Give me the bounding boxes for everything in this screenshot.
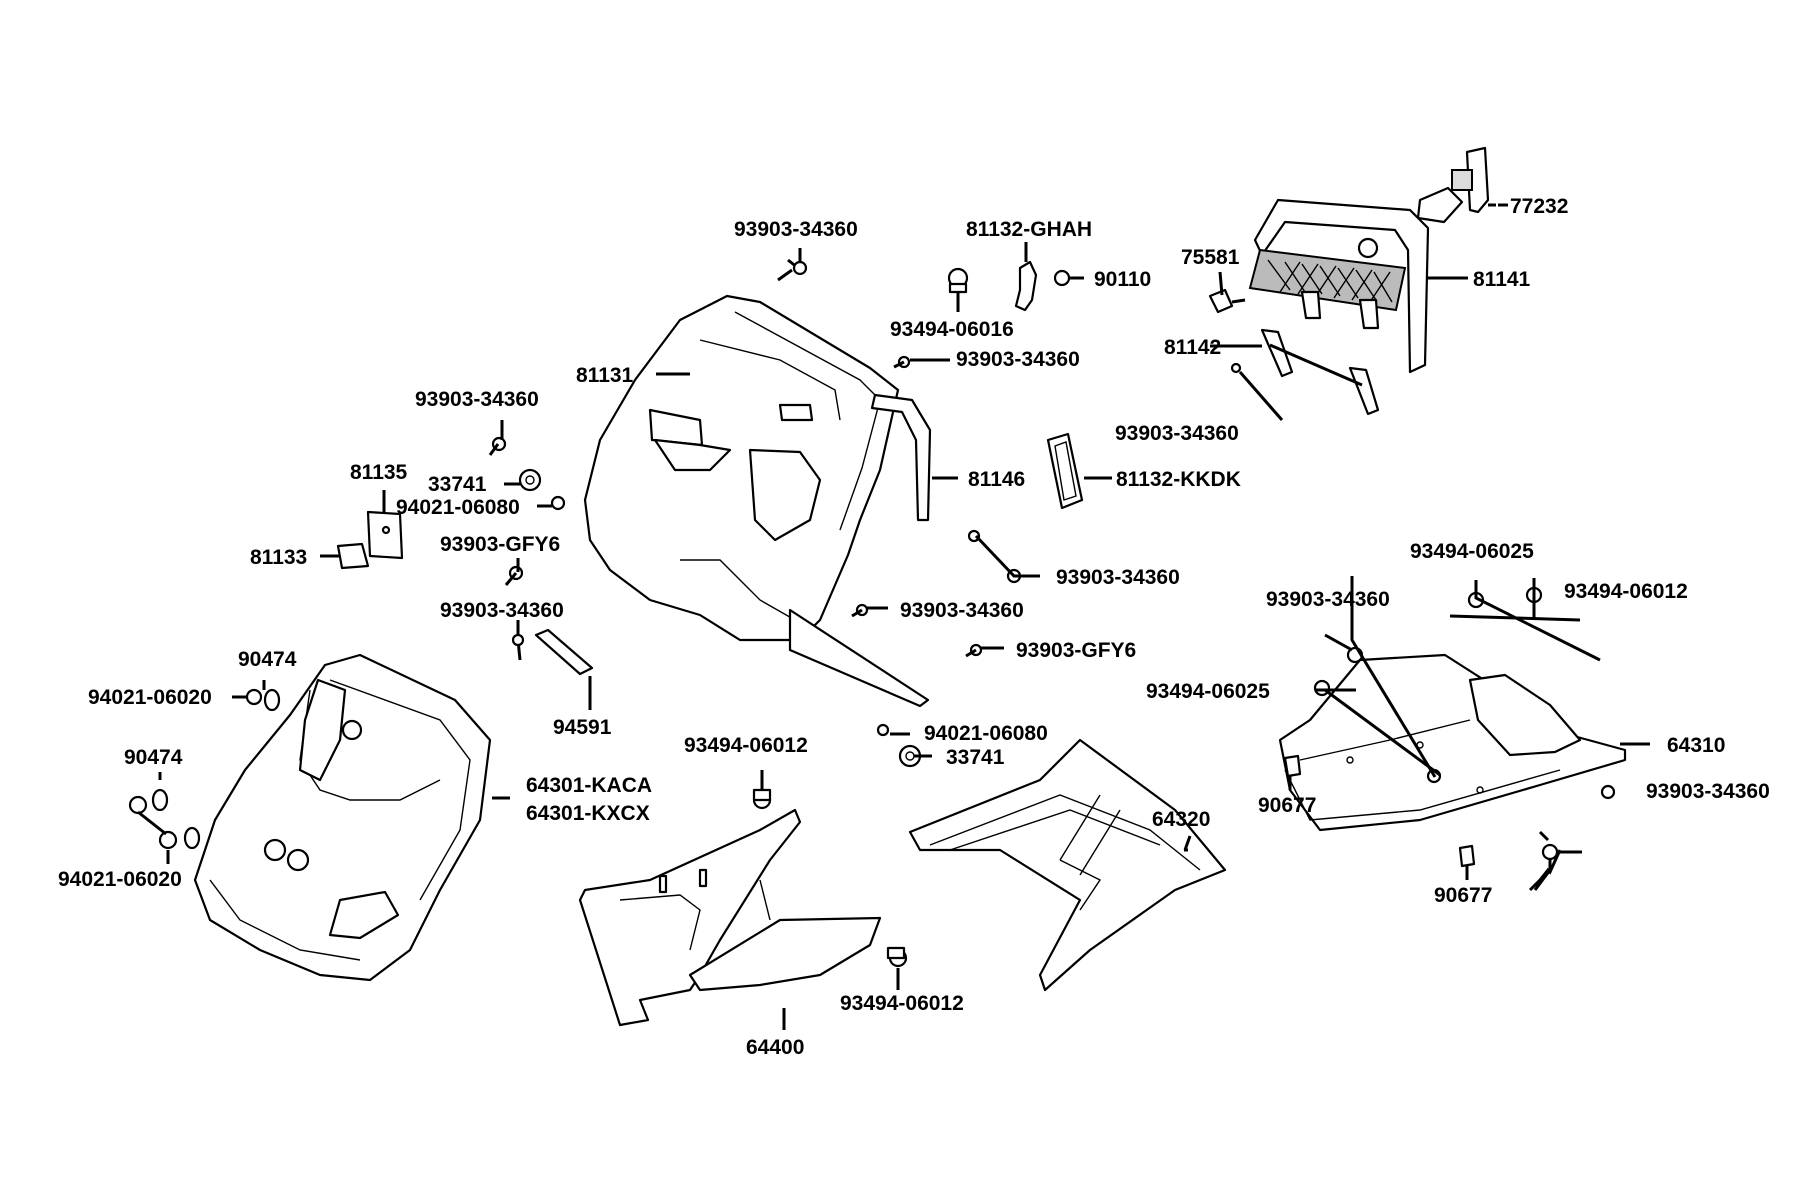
label-93903-34360-brlow: 93903-34360 — [1646, 780, 1770, 803]
part-64310-under-tray — [1278, 653, 1627, 832]
leader-lines — [158, 203, 1650, 1030]
part-94021-06020-bolt-a — [245, 688, 263, 706]
label-93903-34360-mid: 93903-34360 — [956, 348, 1080, 371]
part-81133-block — [336, 542, 370, 570]
part-81141-carrier — [1248, 198, 1430, 374]
part-93494-06016-bolt — [947, 267, 969, 294]
part-90677-clip-a — [1283, 754, 1302, 778]
part-94591-strip — [534, 628, 594, 676]
label-64301-kxcx: 64301-KXCX — [526, 802, 650, 825]
part-81146-rail — [870, 393, 932, 522]
part-81131-leg-shield — [583, 294, 930, 708]
label-93494-06025-top: 93494-06025 — [1410, 540, 1534, 563]
label-81132-kkdk: 81132-KKDK — [1116, 468, 1241, 491]
part-81135-plate — [366, 510, 404, 560]
label-81142: 81142 — [1164, 336, 1221, 359]
part-90677-clip-b — [1458, 844, 1476, 868]
part-labels: 77232 81141 75581 81142 93903-34360 8113… — [58, 195, 1770, 1059]
label-93903-gfy6-left: 93903-GFY6 — [440, 533, 560, 556]
label-94021-06080-left: 94021-06080 — [396, 496, 520, 519]
part-90474-washer-b — [151, 788, 201, 850]
label-33741-left: 33741 — [428, 473, 487, 496]
label-94021-06020-b: 94021-06020 — [58, 868, 182, 891]
part-94021-06080-nut-left — [550, 495, 566, 511]
label-64400: 64400 — [746, 1036, 804, 1059]
label-93903-34360-left: 93903-34360 — [415, 388, 539, 411]
part-screw-bracket — [1230, 362, 1284, 421]
part-33741-grommet-left — [518, 468, 542, 492]
label-93903-34360-top: 93903-34360 — [734, 218, 858, 241]
part-90474-washer-a — [263, 688, 281, 712]
label-81132-ghah: 81132-GHAH — [966, 218, 1092, 241]
part-94021-06020-bolt-b — [128, 795, 178, 850]
label-93903-34360-center: 93903-34360 — [900, 599, 1024, 622]
label-77232: 77232 — [1510, 195, 1568, 218]
label-81131: 81131 — [576, 364, 634, 387]
label-90110: 90110 — [1094, 268, 1151, 291]
part-81132-kkdk-plate — [1046, 432, 1084, 510]
label-93494-06025-left: 93494-06025 — [1146, 680, 1270, 703]
label-93494-06012-right: 93494-06012 — [1564, 580, 1688, 603]
label-90677-a: 90677 — [1258, 794, 1316, 817]
label-94591: 94591 — [553, 716, 612, 739]
label-93494-06012-low: 93494-06012 — [840, 992, 964, 1015]
label-94021-06020-a: 94021-06020 — [88, 686, 212, 709]
label-94021-06080-center: 94021-06080 — [924, 722, 1048, 745]
part-64320-floor-mat — [908, 738, 1227, 992]
label-75581: 75581 — [1181, 246, 1240, 269]
part-75581-clip — [1208, 288, 1246, 314]
label-93903-34360-right1: 93903-34360 — [1115, 422, 1239, 445]
label-90474-a: 90474 — [238, 648, 297, 671]
label-81133: 81133 — [250, 546, 307, 569]
part-64400-lower-cover — [578, 808, 882, 1027]
part-64301-front-cover — [193, 653, 492, 982]
label-33741-center: 33741 — [946, 746, 1005, 769]
part-81132-ghah-hook — [1014, 260, 1038, 312]
label-93903-34360-br: 93903-34360 — [1266, 588, 1390, 611]
part-81142-brackets — [1260, 328, 1380, 416]
label-81141: 81141 — [1473, 268, 1531, 291]
label-93903-34360-right2: 93903-34360 — [1056, 566, 1180, 589]
label-93494-06012-center: 93494-06012 — [684, 734, 808, 757]
label-90474-b: 90474 — [124, 746, 183, 769]
label-64301-kaca: 64301-KACA — [526, 774, 652, 797]
label-93903-gfy6-right: 93903-GFY6 — [1016, 639, 1136, 662]
label-64310: 64310 — [1667, 734, 1725, 757]
label-93903-34360-leftlow: 93903-34360 — [440, 599, 564, 622]
part-90110-nut — [1053, 269, 1071, 287]
label-64320: 64320 — [1152, 808, 1210, 831]
label-81135: 81135 — [350, 461, 408, 484]
label-93494-06016: 93494-06016 — [890, 318, 1014, 341]
label-81146: 81146 — [968, 468, 1025, 491]
part-77232-lock — [1416, 146, 1496, 224]
label-90677-b: 90677 — [1434, 884, 1492, 907]
